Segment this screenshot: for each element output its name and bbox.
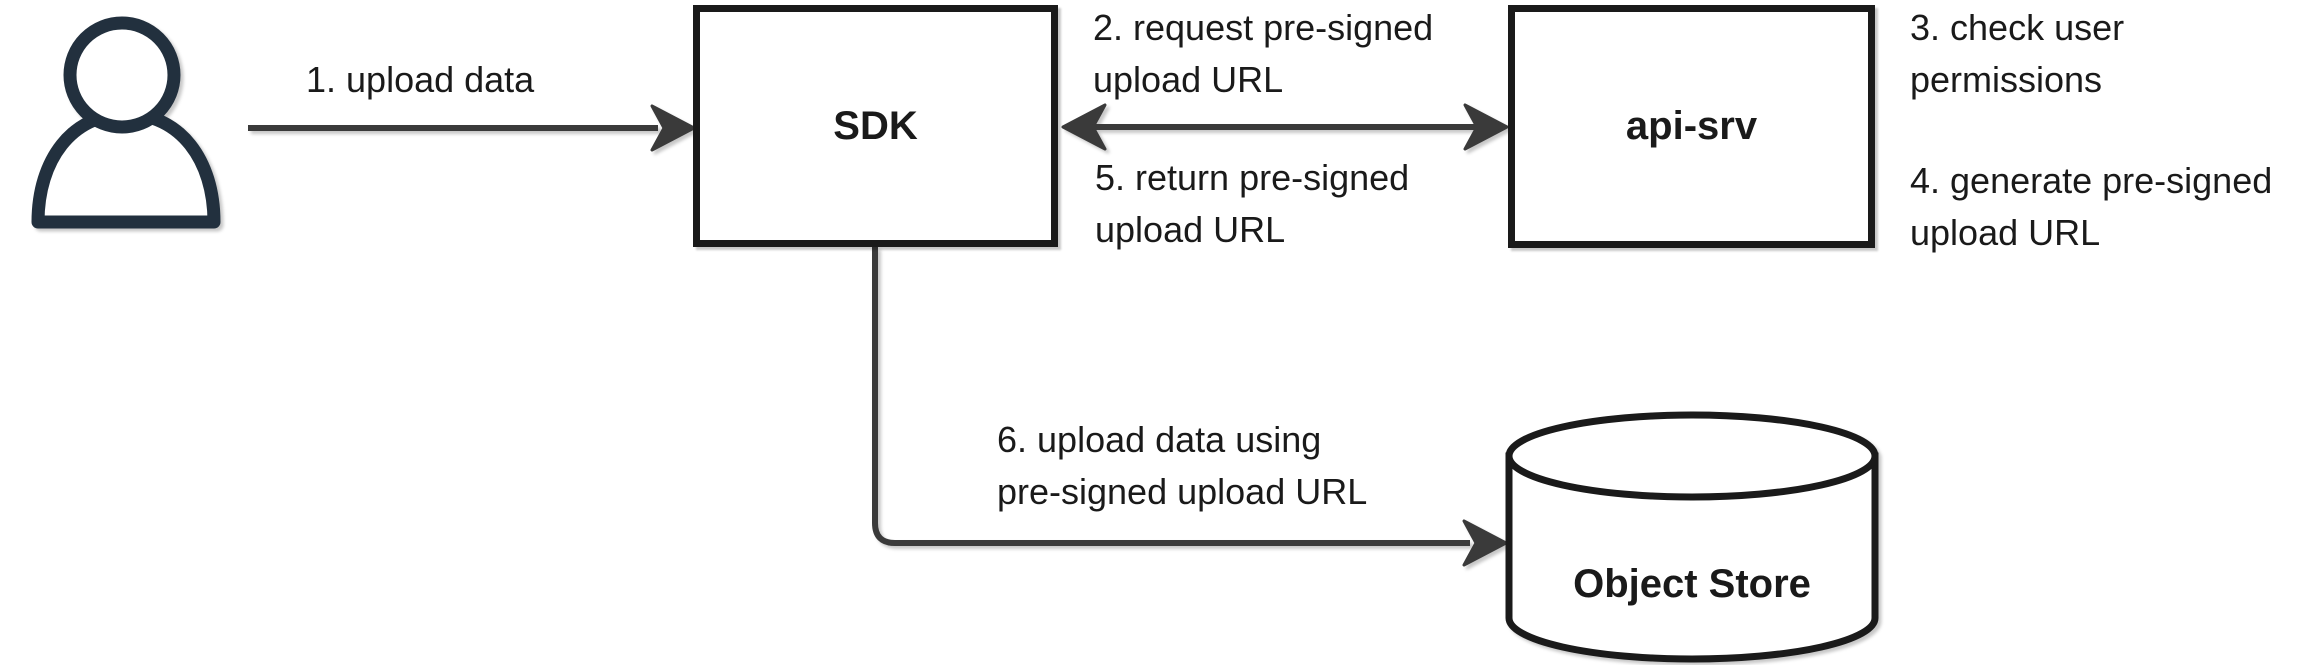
step5-line1: 5. return pre-signed xyxy=(1095,157,1410,198)
node-object-store-label-area: Object Store xyxy=(1509,556,1875,612)
step5-line2: upload URL xyxy=(1095,209,1286,250)
sdk-node-label: SDK xyxy=(833,103,918,148)
step5-label: 5. return pre-signed upload URL xyxy=(1095,152,1409,256)
step2-label: 2. request pre-signed upload URL xyxy=(1093,2,1433,106)
step1-line1: 1. upload data xyxy=(306,59,535,100)
step3-line1: 3. check user xyxy=(1910,7,2125,48)
api-srv-node-label: api-srv xyxy=(1625,104,1758,148)
step6-line1: 6. upload data using xyxy=(997,419,1322,460)
step4-label: 4. generate pre-signed upload URL xyxy=(1910,155,2272,259)
step4-line1: 4. generate pre-signed xyxy=(1910,160,2273,201)
object-store-cylinder xyxy=(1505,411,1879,663)
step2-line1: 2. request pre-signed xyxy=(1093,7,1434,48)
upload-url-arrow xyxy=(872,247,1508,567)
node-sdk: SDK xyxy=(693,5,1058,247)
object-store-node-label: Object Store xyxy=(1573,561,1811,606)
step6-line2: pre-signed upload URL xyxy=(997,471,1368,512)
step6-label: 6. upload data using pre-signed upload U… xyxy=(997,414,1367,518)
step3-line2: permissions xyxy=(1910,59,2103,100)
upload-data-arrow xyxy=(248,104,696,152)
step4-line2: upload URL xyxy=(1910,212,2101,253)
node-api-srv: api-srv xyxy=(1508,5,1875,248)
request-return-arrow xyxy=(1061,103,1509,151)
step3-label: 3. check user permissions xyxy=(1910,2,2124,106)
person-icon xyxy=(31,16,221,229)
step1-label: 1. upload data xyxy=(306,54,534,106)
step2-line2: upload URL xyxy=(1093,59,1284,100)
